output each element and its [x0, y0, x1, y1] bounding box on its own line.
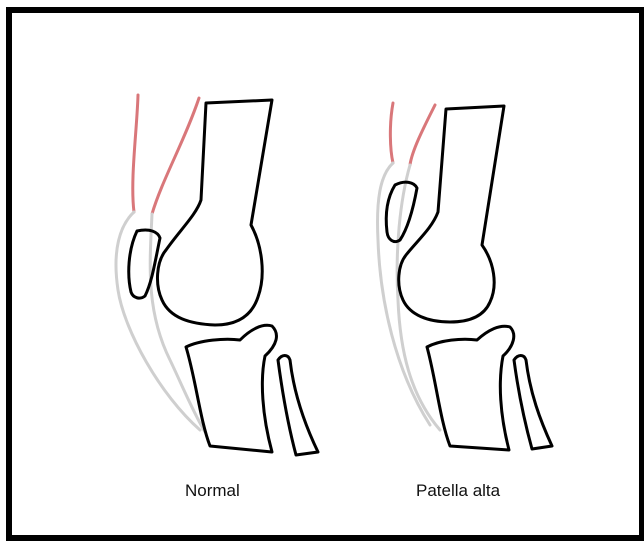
normal-knee — [116, 95, 318, 455]
normal-fibula — [278, 356, 318, 456]
alta-fibula — [514, 356, 552, 450]
normal-quadriceps-tendon — [133, 95, 199, 214]
alta-knee — [378, 103, 552, 450]
normal-tibia — [186, 325, 276, 452]
normal-femur — [157, 100, 272, 325]
label-normal: Normal — [185, 481, 240, 501]
label-patella-alta: Patella alta — [416, 481, 500, 501]
alta-femur — [399, 106, 504, 322]
normal-patella — [129, 230, 160, 298]
alta-quadriceps-tendon — [390, 103, 435, 165]
